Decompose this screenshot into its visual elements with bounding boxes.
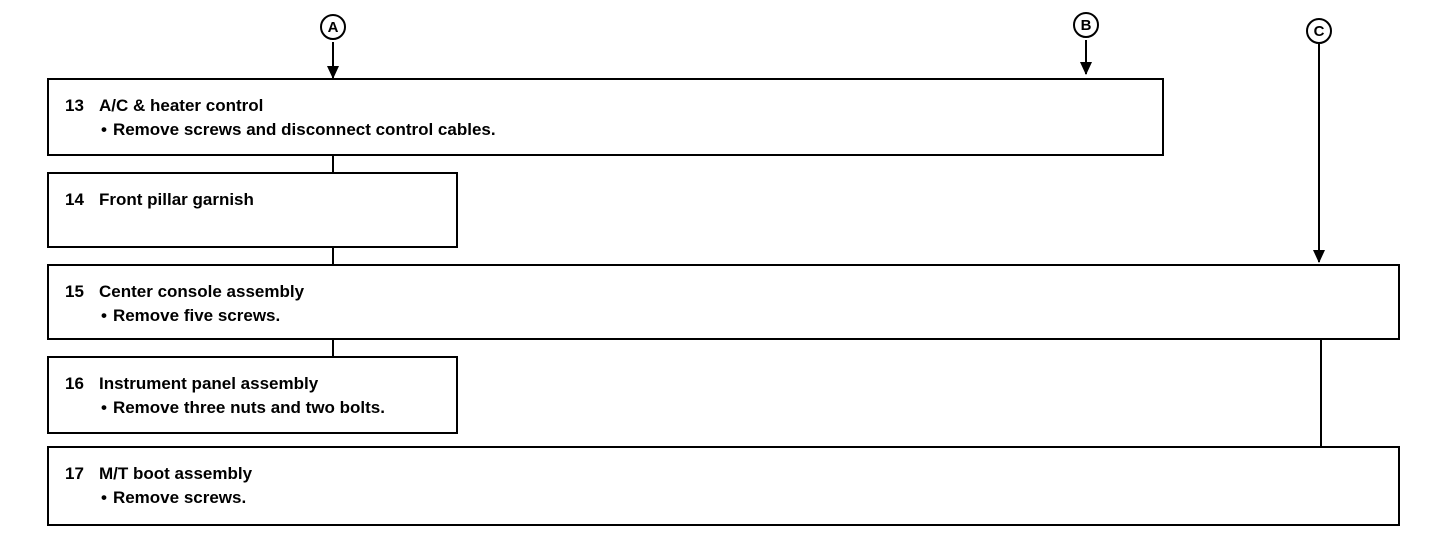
step-number: 15 bbox=[65, 282, 84, 301]
step-note: Remove five screws. bbox=[65, 304, 1398, 328]
connector-a: A bbox=[320, 14, 346, 40]
step-15-box: 15 Center console assembly Remove five sc… bbox=[47, 264, 1400, 340]
connector-b: B bbox=[1073, 12, 1099, 38]
step-title: Front pillar garnish bbox=[99, 190, 254, 209]
step-number: 13 bbox=[65, 96, 84, 115]
step-16-box: 16 Instrument panel assembly Remove three… bbox=[47, 356, 458, 434]
step-title: M/T boot assembly bbox=[99, 464, 253, 483]
step-13-box: 13 A/C & heater control Remove screws and… bbox=[47, 78, 1164, 156]
step-title: A/C & heater control bbox=[99, 96, 264, 115]
step-14-box: 14 Front pillar garnish bbox=[47, 172, 458, 248]
step-title: Instrument panel assembly bbox=[99, 374, 319, 393]
step-title: Center console assembly bbox=[99, 282, 305, 301]
step-note: Remove three nuts and two bolts. bbox=[65, 396, 456, 420]
step-number: 17 bbox=[65, 464, 84, 483]
step-number: 16 bbox=[65, 374, 84, 393]
step-17-box: 17 M/T boot assembly Remove screws. bbox=[47, 446, 1400, 526]
step-note: Remove screws and disconnect control cab… bbox=[65, 118, 1162, 142]
step-number: 14 bbox=[65, 190, 84, 209]
step-note: Remove screws. bbox=[65, 486, 1398, 510]
connector-c: C bbox=[1306, 18, 1332, 44]
